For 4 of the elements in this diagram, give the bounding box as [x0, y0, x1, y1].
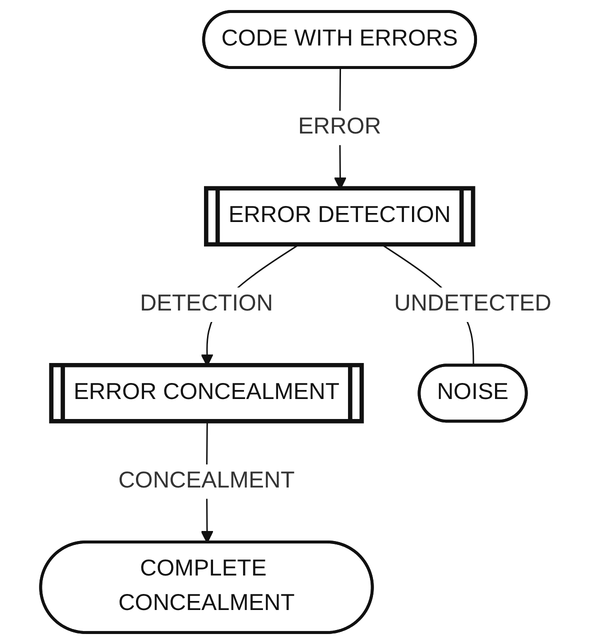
edge-label: DETECTION: [140, 292, 273, 316]
edge-label: ERROR: [298, 115, 382, 140]
edge-label: CONCEALMENT: [118, 468, 295, 494]
edge-label: UNDETECTED: [394, 292, 552, 316]
